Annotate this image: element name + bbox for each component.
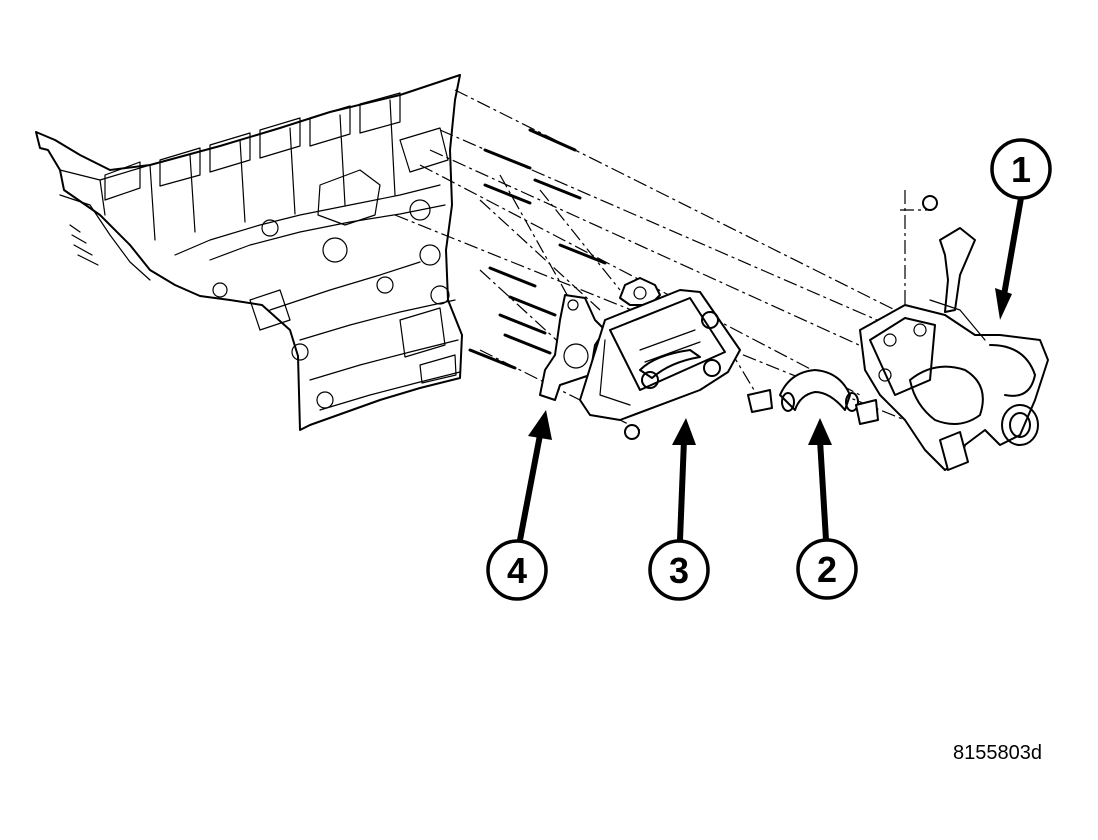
callout-number: 4 — [507, 550, 527, 591]
callout-2: 2 — [796, 538, 858, 600]
callout-number: 3 — [669, 550, 689, 591]
callout-number: 2 — [817, 549, 837, 590]
bolts — [468, 128, 938, 440]
leader-arrow-4 — [517, 434, 543, 541]
coolant-hose — [747, 369, 879, 425]
leader-arrow-1 — [1001, 197, 1024, 296]
figure-id-label: 8155803d — [953, 742, 1042, 764]
callout-3: 3 — [648, 539, 710, 601]
leader-arrow-3 — [677, 439, 687, 541]
callout-1: 1 — [990, 138, 1052, 200]
oil-cooler — [579, 277, 741, 421]
callout-number: 1 — [1011, 149, 1031, 190]
leader-arrow-2 — [817, 439, 829, 541]
thermostat-housing — [859, 227, 1049, 471]
engine-block — [35, 74, 463, 431]
leader-arrows — [517, 197, 1024, 541]
callout-4: 4 — [486, 539, 548, 601]
